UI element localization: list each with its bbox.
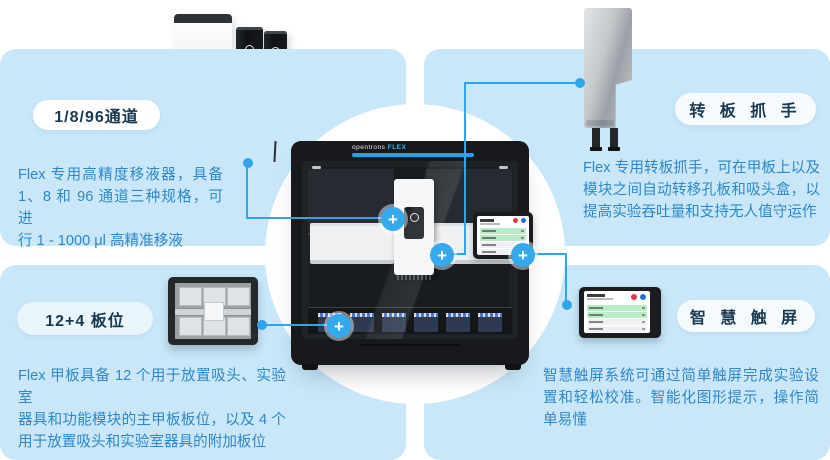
text-line: 提高实验吞吐量和支持无人值守运作 <box>583 204 817 220</box>
stop-button-icon <box>631 294 637 300</box>
connector-line-gripper <box>464 82 578 84</box>
connector-dot-gripper <box>575 78 585 88</box>
touchscreen-product-image <box>579 287 661 338</box>
connector-line-pipettes <box>246 163 248 219</box>
logo-accent-bar <box>352 153 474 157</box>
deck-center-module <box>204 302 224 321</box>
text-line: 单易懂 <box>543 412 587 428</box>
deck-plate <box>179 317 202 336</box>
tip-rack <box>350 313 374 332</box>
hotspot-plus-deck[interactable]: + <box>327 314 351 338</box>
text-line: 用于放置吸头和实验室器具的附加板位 <box>18 434 267 450</box>
gripper-body <box>584 8 632 128</box>
text-line: 器具和功能模块的主甲板板位，以及 4 个 <box>18 412 286 428</box>
text-line: 智慧触屏系统可通过简单触屏完成实验设 <box>543 368 819 384</box>
touchscreen-display <box>584 291 650 333</box>
pipette-top-edge <box>264 31 287 34</box>
connector-dot-deck <box>257 320 267 330</box>
feature-description-channels: Flex 专用高精度移液器，具备 1、8 和 96 通道三种规格，可进 行 1 … <box>18 164 223 252</box>
protocol-title-text <box>587 294 605 297</box>
carriage-screen <box>404 207 424 239</box>
feature-description-gripper: Flex 专用转板抓手，可在甲板上以及 模块之间自动转移孔板和吸头盒，以 提高实… <box>583 157 820 223</box>
gripper-jaw-left <box>592 128 600 148</box>
feature-description-touchscreen: 智慧触屏系统可通过简单触屏完成实验设 置和轻松校准。智能化图形提示，操作简 单易… <box>543 365 819 431</box>
gantry-rail-left <box>310 223 394 264</box>
stop-button-icon <box>513 218 518 223</box>
pipette-top-edge <box>236 27 263 30</box>
play-button-icon <box>640 294 646 300</box>
protocol-subtitle-text <box>587 298 613 300</box>
tip-rack <box>446 313 470 332</box>
tip-nozzles <box>397 275 431 280</box>
machine-touchscreen-display <box>477 216 529 255</box>
machine-foot-right <box>505 364 521 370</box>
pipette-top-cap <box>174 14 232 23</box>
feature-pill-channels: 1/8/96通道 <box>33 100 160 130</box>
hotspot-plus-gripper[interactable]: + <box>430 243 454 267</box>
protocol-subtitle-text <box>480 223 500 225</box>
status-row-green <box>587 312 647 318</box>
status-row-green <box>480 228 526 234</box>
hotspot-plus-touchscreen[interactable]: + <box>511 243 535 267</box>
connector-line-gripper <box>464 82 466 255</box>
tip-rack <box>414 313 438 332</box>
door-handle <box>361 344 461 346</box>
protocol-title-text <box>480 219 494 222</box>
connector-line-touchscreen <box>565 253 567 305</box>
text-line: 行 1 - 1000 μl 高精准移液 <box>18 233 183 249</box>
text-line: 1、8 和 96 通道三种规格，可进 <box>18 189 223 227</box>
connector-line-pipettes <box>246 217 382 219</box>
status-row <box>587 319 647 325</box>
gripper-paddle-left <box>590 147 602 151</box>
machine-touchscreen <box>473 212 533 259</box>
machine-foot-left <box>302 364 318 370</box>
text-line: Flex 专用高精度移液器，具备 <box>18 167 223 183</box>
interior-light-right <box>499 166 508 169</box>
tip-rack <box>478 313 502 332</box>
text-line: Flex 专用转板抓手，可在甲板上以及 <box>583 160 820 176</box>
text-line: 模块之间自动转移孔板和吸头盒，以 <box>583 182 820 198</box>
gripper-jaw-right <box>610 128 618 148</box>
deck-top-view <box>175 283 251 339</box>
feature-pill-deck-slots: 12+4 板位 <box>17 302 153 335</box>
deck-plate <box>179 287 202 306</box>
hotspot-plus-pipette[interactable]: + <box>381 207 405 231</box>
play-button-icon <box>521 218 526 223</box>
text-line: 置和轻松校准。智能化图形提示，操作简 <box>543 390 819 406</box>
gripper-product-image <box>584 6 638 152</box>
gripper-shading <box>586 120 614 126</box>
deck-product-image <box>168 277 258 345</box>
interior-light-left <box>312 166 321 169</box>
connector-dot-pipettes <box>243 158 253 168</box>
connector-line-gripper <box>442 253 466 255</box>
deck-plate <box>227 287 250 306</box>
deck-plate <box>227 317 250 336</box>
feature-pill-touchscreen: 智 慧 触 屏 <box>677 300 815 332</box>
connector-line-deck <box>262 324 340 326</box>
opentrons-logo-icon <box>410 213 419 222</box>
feature-description-deck-slots: Flex 甲板具备 12 个用于放置吸头、实验室 器具和功能模块的主甲板板位，以… <box>18 365 286 453</box>
tip-rack <box>382 313 406 332</box>
connector-line-touchscreen <box>523 253 567 255</box>
feature-pill-gripper: 转 板 抓 手 <box>675 93 816 125</box>
text-line: Flex 甲板具备 12 个用于放置吸头、实验室 <box>18 368 286 406</box>
status-row <box>587 326 647 332</box>
connector-dot-touchscreen <box>562 300 572 310</box>
gripper-paddle-right <box>608 147 620 151</box>
status-row-green <box>587 305 647 311</box>
opentrons-flex-logo: opentrons FLEX <box>352 144 407 151</box>
status-row-green <box>480 235 526 241</box>
